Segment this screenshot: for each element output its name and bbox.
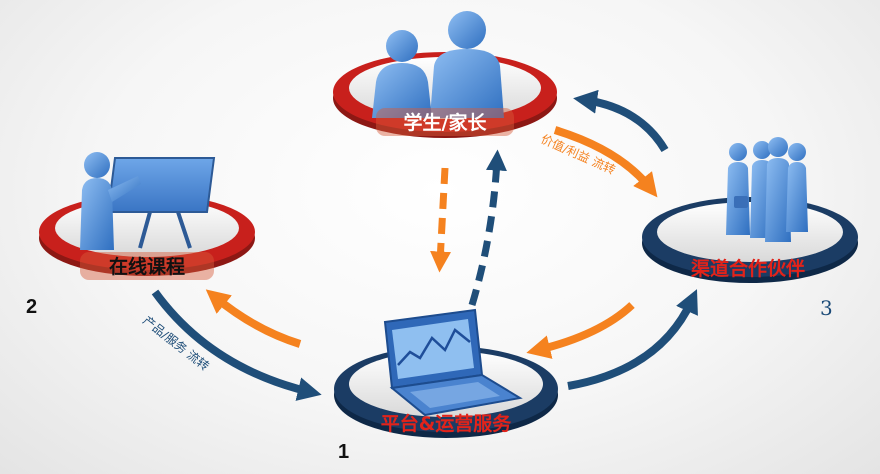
- node-label-course: 在线课程: [109, 255, 185, 278]
- arrow-students-to-partners: [553, 126, 658, 198]
- node-number-partners: 3: [820, 296, 833, 320]
- node-label-students: 学生/家长: [404, 111, 488, 134]
- business-team-icon: [726, 137, 808, 242]
- arrow-partners-to-students: [573, 89, 669, 153]
- node-students: 学生/家长: [333, 11, 557, 138]
- node-partners: 渠道合作伙伴: [642, 137, 858, 283]
- node-platform: 平台&运营服务: [334, 308, 558, 438]
- arrow-partners-to-platform: [526, 302, 635, 359]
- people-icon: [372, 11, 504, 118]
- node-number-course: 2: [26, 296, 38, 318]
- node-label-partners: 渠道合作伙伴: [691, 257, 805, 280]
- presenter-icon: [80, 152, 216, 250]
- arrow-platform-to-course: [205, 289, 302, 348]
- arrow-platform-to-partners: [567, 289, 698, 390]
- arrow-course-to-platform: [151, 289, 322, 401]
- node-course: 在线课程: [39, 152, 255, 280]
- arrow-students-to-platform: [430, 167, 452, 273]
- node-label-platform: 平台&运营服务: [381, 412, 513, 435]
- node-number-platform: 1: [338, 441, 350, 463]
- arrow-platform-to-students: [468, 149, 507, 307]
- laptop-icon: [383, 308, 523, 417]
